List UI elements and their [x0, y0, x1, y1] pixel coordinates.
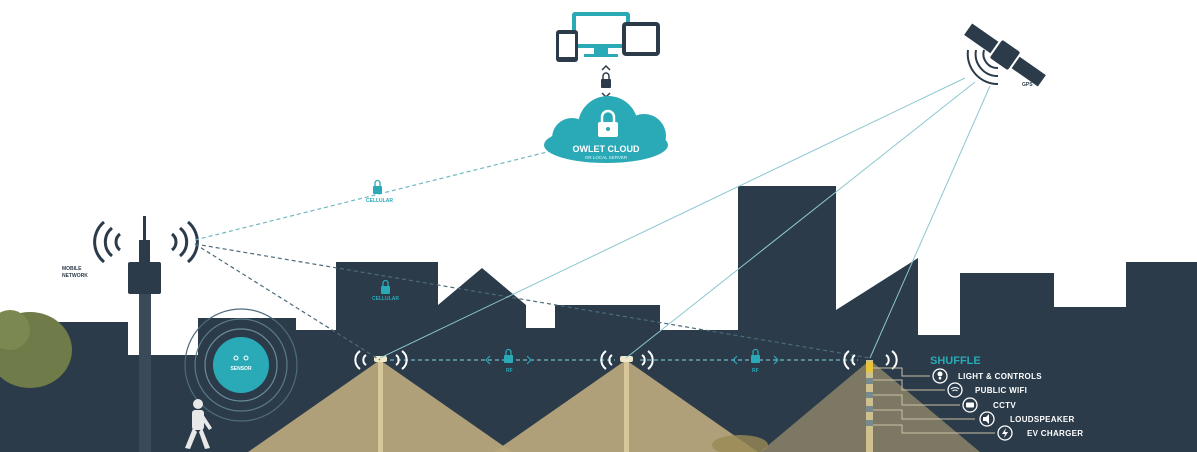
antenna-tower-icon [128, 216, 161, 452]
wifi-icon [950, 387, 960, 392]
feature-label: PUBLIC WIFI [975, 386, 1027, 395]
feature-public-wifi: PUBLIC WIFI [947, 382, 1027, 398]
street-light-1 [374, 356, 387, 452]
mobile-network-label-line1: MOBILE [62, 266, 82, 272]
rf-right-label: RF [752, 368, 759, 374]
shuffle-title: SHUFFLE [930, 355, 981, 367]
signal-waves-icon [354, 350, 898, 370]
devices-icon [556, 12, 660, 62]
cellular-lock-top-icon [373, 179, 382, 194]
sensor-icon [184, 308, 298, 422]
feature-label: LIGHT & CONTROLS [958, 372, 1042, 381]
lightbulb-icon [937, 371, 943, 380]
camera-icon [966, 402, 974, 408]
speaker-icon [983, 414, 989, 424]
cloud-title: OWLET CLOUD [573, 144, 640, 154]
connection-lines [194, 77, 991, 361]
tower-signal-waves-icon [93, 220, 199, 264]
feature-ev-charger: EV CHARGER [997, 425, 1083, 441]
rf-lock-left-icon [485, 348, 532, 365]
ev-charger-icon [1002, 428, 1008, 438]
satellite-icon [964, 23, 1046, 87]
tree [0, 310, 72, 388]
gps-label: GPS [1022, 82, 1033, 88]
mobile-network-label-line2: NETWORK [62, 273, 88, 279]
shuffle-connectors [873, 367, 995, 434]
lock-icon [601, 64, 611, 99]
feature-label: CCTV [993, 401, 1016, 410]
feature-label: LOUDSPEAKER [1010, 415, 1075, 424]
street-light-3 [866, 360, 873, 452]
cloud-icon [544, 96, 668, 163]
cellular-mid-label: CELLULAR [372, 296, 399, 302]
sensor-label: SENSOR [230, 366, 252, 372]
cellular-top-label: CELLULAR [366, 198, 393, 204]
feature-label: EV CHARGER [1027, 429, 1083, 438]
cloud-subtitle: OR LOCAL SERVER [585, 155, 628, 160]
pedestrian-icon [185, 399, 212, 449]
street-light-2 [620, 356, 633, 452]
cellular-lock-mid-icon [381, 279, 390, 294]
rf-left-label: RF [506, 368, 513, 374]
rf-lock-right-icon [732, 348, 779, 365]
feature-light-controls: LIGHT & CONTROLS [932, 368, 1042, 384]
feature-loudspeaker: LOUDSPEAKER [979, 411, 1075, 427]
feature-cctv: CCTV [962, 397, 1016, 413]
